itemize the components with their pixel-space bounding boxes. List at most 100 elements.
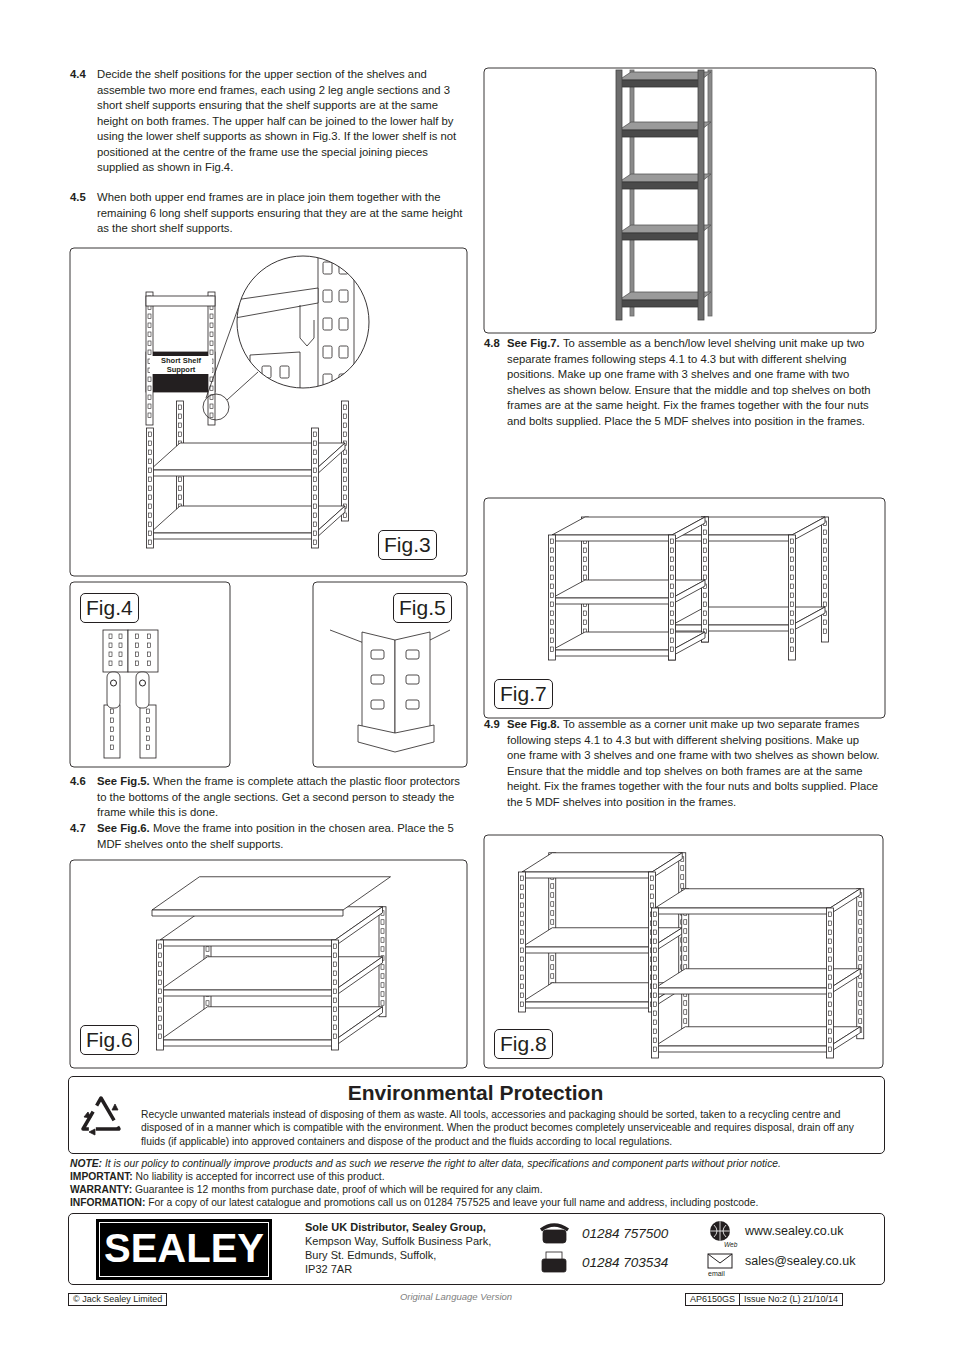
post-slot <box>521 921 524 926</box>
post-slot <box>339 374 348 386</box>
step-number: 4.4 <box>70 67 86 83</box>
post-slot <box>704 611 707 616</box>
shelf-edge <box>160 1040 335 1046</box>
angle-post <box>827 908 834 1058</box>
post-slot <box>859 902 862 907</box>
post-slot <box>314 441 317 446</box>
post-slot <box>651 903 654 908</box>
angle-post <box>652 908 659 1058</box>
shelf-edge <box>160 940 335 946</box>
post-slot <box>684 947 687 952</box>
post-slot <box>654 1002 657 1007</box>
post-slot <box>551 584 554 589</box>
post-slot <box>521 903 524 908</box>
email-icon <box>708 1254 732 1268</box>
post-slot <box>671 566 674 571</box>
line <box>330 630 364 643</box>
post-slot <box>109 661 112 666</box>
post-slot <box>704 539 707 544</box>
notice-text: It is our policy to continually improve … <box>105 1158 781 1169</box>
post-slot <box>859 1019 862 1024</box>
post-slot <box>159 1034 162 1039</box>
post-slot <box>339 346 348 358</box>
recycle-arrow <box>84 1112 91 1118</box>
logo-text: SEALEY <box>96 1224 272 1272</box>
shelf-edge <box>830 1027 860 1052</box>
instruction-step: 4.8See Fig.7.To assemble as a bench/low … <box>484 336 881 429</box>
post-slot <box>147 709 150 714</box>
post-slot <box>159 953 162 958</box>
photo-post <box>708 70 712 316</box>
post-slot <box>159 962 162 967</box>
post-slot <box>149 522 152 527</box>
post-slot <box>829 993 832 998</box>
post-slot <box>159 1025 162 1030</box>
post-slot <box>148 634 151 639</box>
angle-post <box>250 352 300 400</box>
angle-post <box>312 428 319 548</box>
post-slot <box>334 962 337 967</box>
panel-body: Recycle unwanted materials instead of di… <box>141 1108 876 1148</box>
post-slot <box>119 643 122 648</box>
post-slot <box>521 993 524 998</box>
post-slot <box>111 745 114 750</box>
post-slot <box>681 884 684 889</box>
icon-caption: Web <box>724 1241 737 1249</box>
post-slot <box>334 944 337 949</box>
post-slot <box>119 652 122 657</box>
post-slot <box>314 513 317 518</box>
post-slot <box>159 998 162 1003</box>
shelving-photo <box>616 70 712 320</box>
post-slot <box>314 522 317 527</box>
version-note: Original Language Version <box>356 1291 556 1303</box>
post-slot <box>654 930 657 935</box>
post-slot <box>323 346 332 358</box>
post-slot <box>671 584 674 589</box>
post-slot <box>824 629 827 634</box>
line <box>227 372 258 400</box>
email-icon <box>708 1254 732 1263</box>
web-icon <box>710 1221 730 1241</box>
post-slot <box>859 938 862 943</box>
fig6-drawing <box>152 877 391 1050</box>
post-slot <box>651 885 654 890</box>
figure-reference: See Fig.7. <box>507 337 560 349</box>
post-slot <box>149 540 152 545</box>
notice-line: WARRANTY:Guarantee is 12 months from pur… <box>70 1183 543 1196</box>
post-slot <box>381 992 384 997</box>
post-slot <box>824 539 827 544</box>
post-slot <box>671 548 674 553</box>
post-slot <box>323 290 332 302</box>
angle-post <box>789 535 796 660</box>
post-slot <box>521 876 524 881</box>
post-slot <box>829 957 832 962</box>
instruction-step: 4.5When both upper end frames are in pla… <box>70 190 465 237</box>
post-slot <box>334 971 337 976</box>
angle-post <box>822 517 829 642</box>
post-slot <box>584 557 587 562</box>
post-slot <box>159 1016 162 1021</box>
post-slot <box>584 575 587 580</box>
post-slot <box>829 1020 832 1025</box>
email-address: sales@sealey.co.uk <box>745 1254 855 1269</box>
post-slot <box>314 450 317 455</box>
post-slot <box>551 566 554 571</box>
post-slot <box>149 459 152 464</box>
instruction-step: 4.7See Fig.6.Move the frame into positio… <box>70 821 465 852</box>
post-slot <box>149 432 152 437</box>
notice-key: INFORMATION: <box>70 1197 145 1208</box>
angle-face <box>395 632 430 735</box>
copyright-tag: © Jack Sealey Limited <box>68 1293 167 1306</box>
post-slot <box>551 575 554 580</box>
post-slot <box>671 611 674 616</box>
post-slot <box>521 885 524 890</box>
figure-label-text: Fig.7 <box>500 680 547 708</box>
step-number: 4.6 <box>70 774 86 790</box>
post-slot <box>684 1019 687 1024</box>
post-slot <box>791 638 794 643</box>
post-slot <box>859 911 862 916</box>
photo-shelf <box>619 72 711 80</box>
shelf-edge <box>655 988 830 994</box>
shelf-edge <box>672 517 705 541</box>
post-slot <box>551 647 554 652</box>
